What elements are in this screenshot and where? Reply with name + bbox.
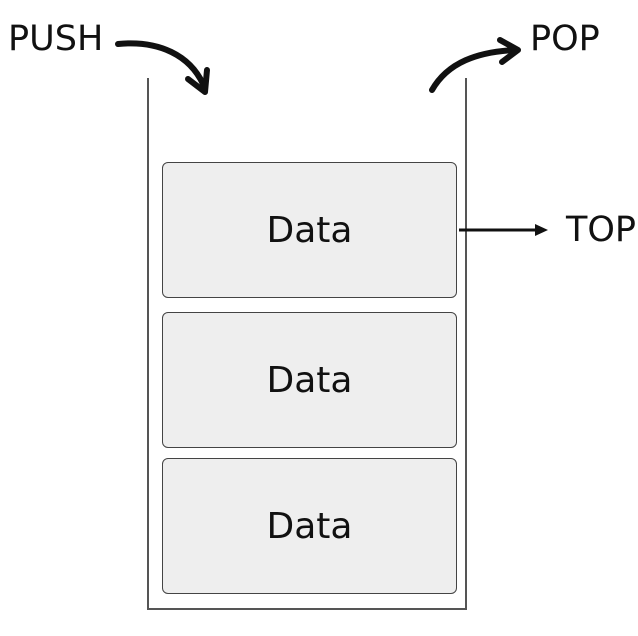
push-arrow-icon — [115, 40, 210, 95]
stack-item-label: Data — [266, 209, 353, 251]
push-label: PUSH — [8, 19, 104, 59]
pop-label: POP — [530, 19, 600, 59]
stack-item-top: Data — [162, 162, 457, 298]
stack-item-middle: Data — [162, 312, 457, 448]
stack-item-label: Data — [266, 359, 353, 401]
stack-item-bottom: Data — [162, 458, 457, 594]
top-pointer-arrow-icon — [459, 224, 548, 236]
stack-item-label: Data — [266, 505, 353, 547]
top-label: TOP — [566, 210, 637, 250]
pop-arrow-icon — [429, 37, 521, 93]
stack-container — [147, 78, 467, 610]
